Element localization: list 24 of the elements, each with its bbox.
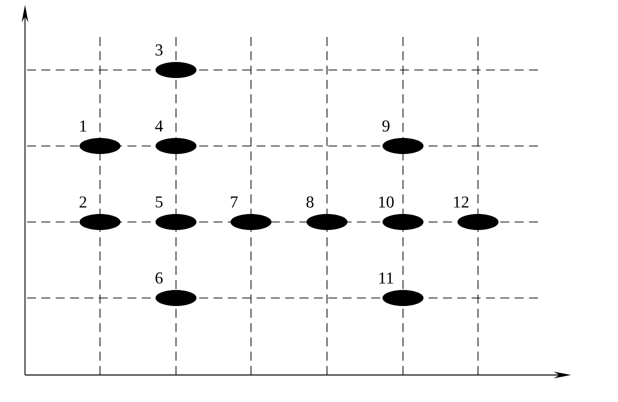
point-number: 7	[230, 196, 238, 208]
point-number: 3	[156, 44, 163, 56]
point-number: 4	[155, 120, 163, 132]
point-number: 6	[156, 272, 163, 284]
point-number: 1	[80, 120, 86, 132]
point-number: 10	[379, 196, 394, 208]
point-number: 8	[306, 196, 314, 208]
ellipse-marker	[80, 138, 120, 154]
ellipse-marker	[382, 138, 424, 154]
ellipse-marker	[156, 62, 196, 78]
point-number: 5	[156, 196, 163, 208]
ellipse-marker	[382, 290, 424, 306]
ellipse-marker	[230, 214, 272, 230]
ellipse-marker	[80, 214, 120, 230]
ellipse-marker	[306, 214, 348, 230]
ellipse-marker	[458, 214, 498, 230]
ellipse-marker	[382, 214, 424, 230]
ellipse-marker	[156, 214, 196, 230]
ellipse-marker	[156, 290, 196, 306]
point-number: 2	[80, 196, 86, 208]
ellipse-marker	[156, 138, 196, 154]
point-number: 11	[379, 272, 394, 284]
point-number: 12	[454, 196, 468, 208]
point-number: 9	[382, 120, 390, 132]
